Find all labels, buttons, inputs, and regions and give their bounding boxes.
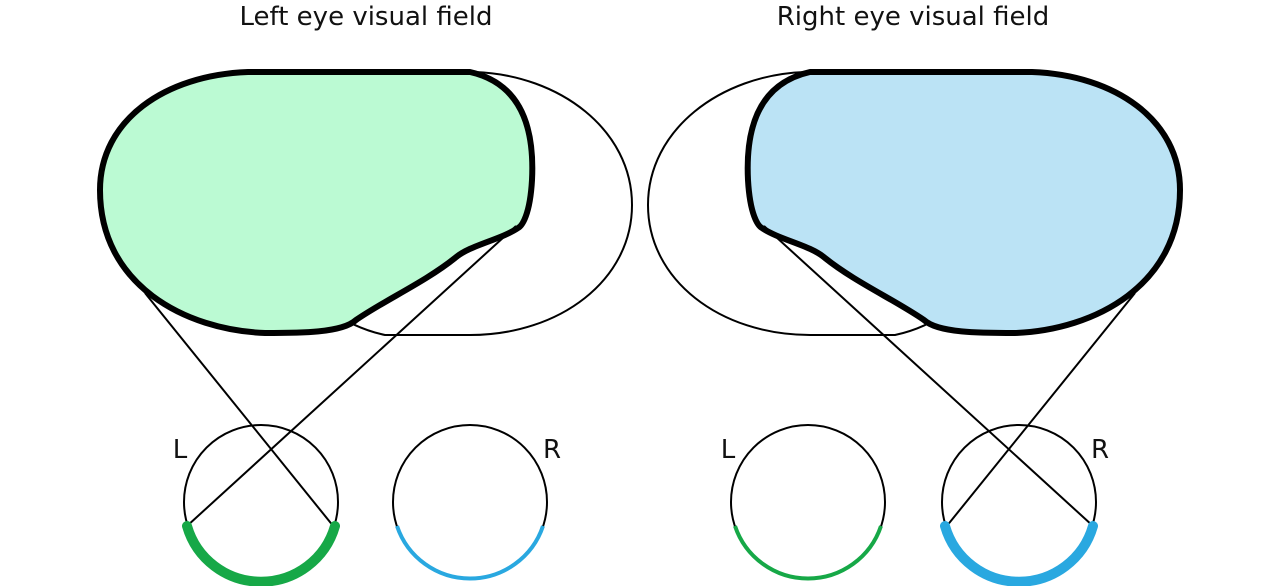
left-panel-label-r: R: [543, 435, 561, 465]
right-panel-projection-line-2: [945, 292, 1136, 528]
right-eye-field-shape: [744, 69, 1183, 336]
right-panel-projection-line-1: [763, 225, 1094, 527]
right-panel-label-r: R: [1091, 435, 1109, 465]
right-panel-left-eye-retina-arc: [733, 525, 883, 581]
right-panel-label-l: L: [721, 435, 736, 465]
left-panel-projection-line-2: [186, 225, 517, 527]
left-panel-left-eye-retina-arc: [182, 521, 340, 586]
left-panel-projection-line-1: [144, 292, 335, 528]
left-panel-label-l: L: [173, 435, 188, 465]
left-eye-field-shape: [97, 69, 536, 336]
left-panel-right-eye-retina-arc: [395, 525, 545, 581]
left-panel-title: Left eye visual field: [240, 2, 493, 32]
right-panel-right-eye-retina-arc: [940, 521, 1098, 586]
right-eye-panel: Right eye visual field L R: [646, 2, 1183, 586]
right-panel-title: Right eye visual field: [777, 2, 1050, 32]
left-eye-panel: Left eye visual field L R: [97, 2, 634, 586]
